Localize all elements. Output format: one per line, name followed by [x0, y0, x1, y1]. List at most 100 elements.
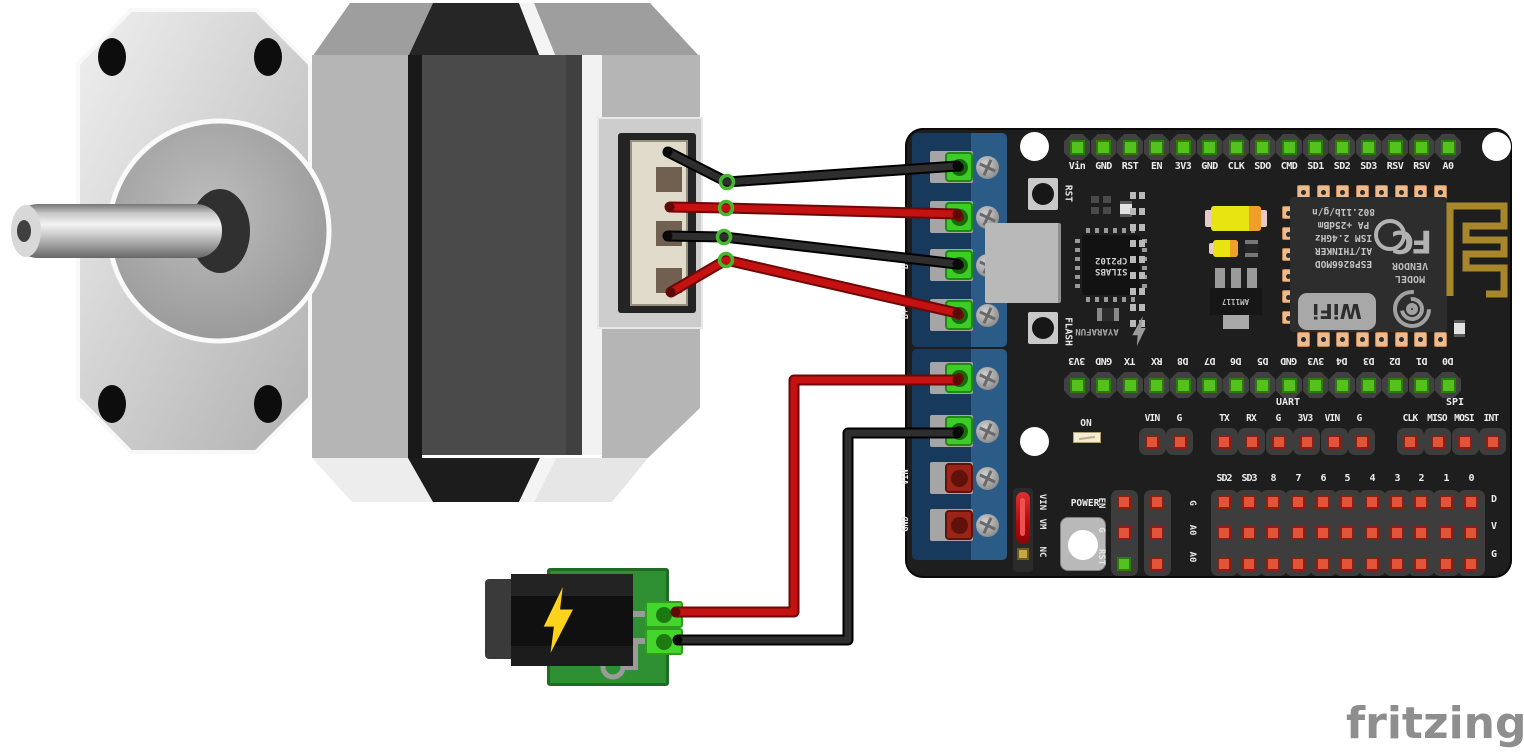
matrix-pin[interactable]	[1414, 526, 1428, 540]
matrix-pin[interactable]	[1439, 557, 1453, 571]
pin-VIN[interactable]	[1138, 428, 1166, 455]
aux-pin[interactable]	[1150, 557, 1164, 571]
terminal-screw[interactable]	[976, 514, 999, 537]
motor-wire-1[interactable]	[664, 148, 961, 186]
pin-socket-GND[interactable]	[1090, 134, 1117, 160]
pin-MISO[interactable]	[1424, 428, 1451, 455]
matrix-pin[interactable]	[1390, 557, 1404, 571]
power-button[interactable]	[1060, 517, 1106, 571]
matrix-pin[interactable]	[1414, 557, 1428, 571]
pin-TX[interactable]	[1210, 428, 1238, 455]
pin-socket-D6[interactable]	[1223, 372, 1249, 398]
aux-pin[interactable]	[1150, 495, 1164, 509]
power-wire-red[interactable]	[672, 376, 961, 616]
pin-RX[interactable]	[1238, 428, 1265, 455]
matrix-pin[interactable]	[1390, 526, 1404, 540]
pin-socket-D5[interactable]	[1249, 372, 1276, 398]
matrix-pin[interactable]	[1217, 557, 1231, 571]
jumper-cap[interactable]	[1016, 492, 1030, 544]
pin-socket-SD2[interactable]	[1329, 134, 1355, 160]
matrix-pin[interactable]	[1316, 495, 1330, 509]
pin-3V3[interactable]	[1293, 428, 1320, 455]
pin-G[interactable]	[1265, 428, 1293, 455]
flash-button[interactable]	[1028, 312, 1058, 344]
pin-socket-GND[interactable]	[1276, 372, 1302, 398]
pin-CLK[interactable]	[1396, 428, 1424, 455]
pin-socket-D0[interactable]	[1435, 372, 1461, 398]
motor-wire-3[interactable]	[664, 232, 961, 268]
matrix-pin[interactable]	[1390, 495, 1404, 509]
matrix-pin[interactable]	[1242, 557, 1256, 571]
aux-pin[interactable]	[1117, 526, 1131, 540]
aux-pin[interactable]	[1150, 526, 1164, 540]
aux-pin[interactable]	[1117, 557, 1131, 571]
aux-pin[interactable]	[1117, 495, 1131, 509]
matrix-pin[interactable]	[1242, 526, 1256, 540]
pin-socket-RSV[interactable]	[1382, 134, 1408, 160]
pin-G[interactable]	[1348, 428, 1375, 455]
matrix-pin[interactable]	[1340, 526, 1354, 540]
pin-socket-SD3[interactable]	[1355, 134, 1382, 160]
pin-socket-RSV[interactable]	[1408, 134, 1435, 160]
pin-socket-D7[interactable]	[1196, 372, 1223, 398]
terminal-screw[interactable]	[976, 467, 999, 490]
matrix-pin[interactable]	[1464, 557, 1478, 571]
pin-socket-Vin[interactable]	[1064, 134, 1090, 160]
terminal-screw[interactable]	[976, 367, 999, 390]
pin-socket-3V3[interactable]	[1064, 372, 1090, 398]
matrix-pin[interactable]	[1464, 526, 1478, 540]
pin-socket-D4[interactable]	[1329, 372, 1355, 398]
pin-socket-SD1[interactable]	[1302, 134, 1329, 160]
power-wire-black[interactable]	[674, 429, 961, 644]
matrix-pin[interactable]	[1266, 495, 1280, 509]
terminal-screw[interactable]	[976, 420, 999, 443]
pin-socket-CLK[interactable]	[1223, 134, 1249, 160]
matrix-pin[interactable]	[1439, 495, 1453, 509]
matrix-pin[interactable]	[1365, 495, 1379, 509]
pin-G[interactable]	[1166, 428, 1193, 455]
matrix-pin[interactable]	[1414, 495, 1428, 509]
terminal-screw[interactable]	[976, 304, 999, 327]
pin-INT[interactable]	[1479, 428, 1506, 455]
matrix-pin[interactable]	[1365, 557, 1379, 571]
matrix-pin[interactable]	[1217, 495, 1231, 509]
pin-socket-A0[interactable]	[1435, 134, 1461, 160]
pin-socket-RST[interactable]	[1117, 134, 1143, 160]
pin-socket-RX[interactable]	[1143, 372, 1170, 398]
matrix-pin[interactable]	[1464, 495, 1478, 509]
pin-VIN[interactable]	[1320, 428, 1348, 455]
matrix-pin[interactable]	[1316, 557, 1330, 571]
pin-socket-GND[interactable]	[1196, 134, 1223, 160]
dc-barrel-jack[interactable]	[485, 565, 695, 690]
stepper-motor[interactable]	[0, 0, 760, 520]
matrix-pin[interactable]	[1266, 557, 1280, 571]
terminal-screw[interactable]	[976, 156, 999, 179]
motor-wire-2[interactable]	[666, 203, 961, 218]
pin-socket-GND[interactable]	[1090, 372, 1117, 398]
pin-socket-3V3[interactable]	[1302, 372, 1329, 398]
pin-socket-TX[interactable]	[1117, 372, 1143, 398]
matrix-pin[interactable]	[1217, 526, 1231, 540]
matrix-pin[interactable]	[1291, 526, 1305, 540]
pin-socket-CMD[interactable]	[1276, 134, 1302, 160]
pin-socket-D1[interactable]	[1408, 372, 1435, 398]
matrix-pin[interactable]	[1316, 526, 1330, 540]
matrix-pin[interactable]	[1291, 557, 1305, 571]
matrix-pin[interactable]	[1439, 526, 1453, 540]
matrix-pin[interactable]	[1291, 495, 1305, 509]
matrix-pin[interactable]	[1242, 495, 1256, 509]
pin-MOSI[interactable]	[1451, 428, 1479, 455]
pin-socket-SDO[interactable]	[1249, 134, 1276, 160]
pin-socket-D8[interactable]	[1170, 372, 1196, 398]
pin-socket-3V3[interactable]	[1170, 134, 1196, 160]
motor-wire-4[interactable]	[667, 256, 961, 317]
reset-button[interactable]	[1028, 178, 1058, 210]
pin-socket-D2[interactable]	[1382, 372, 1408, 398]
matrix-pin[interactable]	[1365, 526, 1379, 540]
pin-socket-D3[interactable]	[1355, 372, 1382, 398]
matrix-pin[interactable]	[1340, 557, 1354, 571]
matrix-pin[interactable]	[1340, 495, 1354, 509]
matrix-pin[interactable]	[1266, 526, 1280, 540]
pin-socket-EN[interactable]	[1143, 134, 1170, 160]
